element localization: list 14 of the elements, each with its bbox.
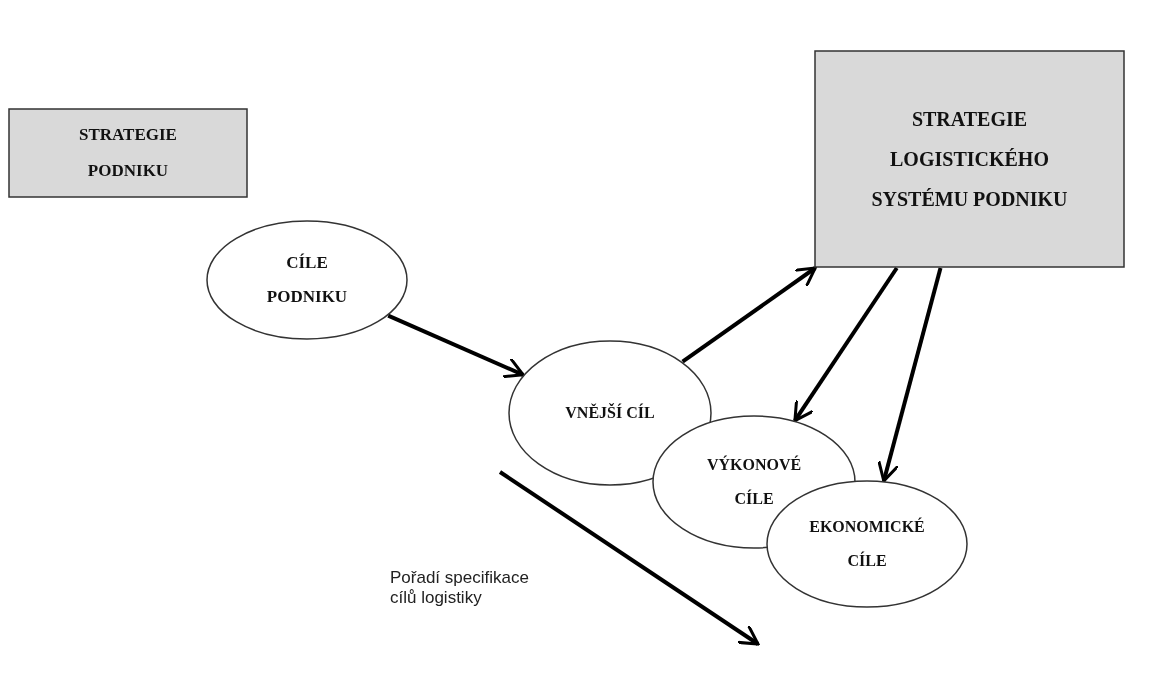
strategy-box bbox=[814, 50, 1125, 268]
strategy-box bbox=[8, 108, 248, 198]
arrow bbox=[387, 313, 525, 379]
arrow bbox=[793, 266, 899, 423]
goal-ellipse bbox=[206, 220, 408, 340]
node-label: VNĚJŠÍ CÍL bbox=[564, 402, 656, 423]
arrow bbox=[877, 267, 943, 483]
node-label: CÍLE PODNIKU bbox=[265, 252, 349, 308]
node-label: STRATEGIE PODNIKU bbox=[78, 124, 178, 182]
node-label: STRATEGIE LOGISTICKÉHO SYSTÉMU PODNIKU bbox=[870, 107, 1069, 212]
node-label: VÝKONOVÉ CÍLE bbox=[705, 454, 803, 509]
arrow bbox=[681, 266, 817, 364]
direction-label: Pořadí specifikace cílů logistiky bbox=[390, 568, 530, 608]
node-label: EKONOMICKÉ CÍLE bbox=[808, 516, 926, 571]
